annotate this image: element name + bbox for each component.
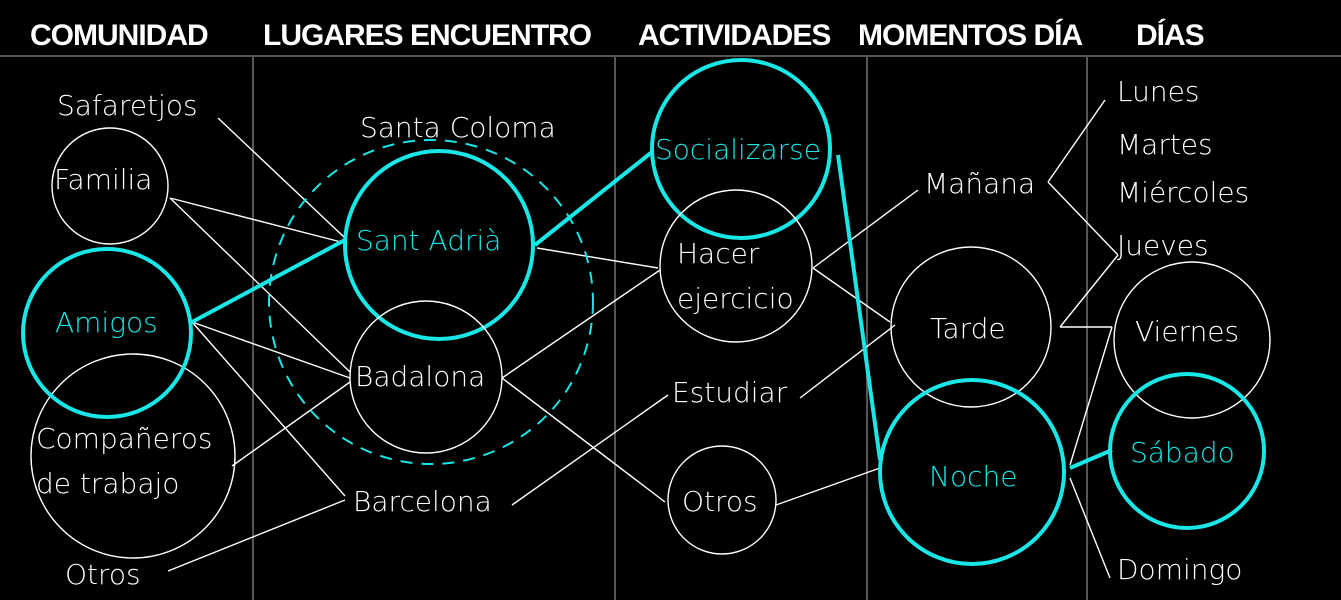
- edge-amigos-badalona: [191, 321, 351, 379]
- edge-ejercicio-manana: [812, 189, 919, 269]
- node-sabado: Sábado: [1130, 436, 1235, 469]
- edge-amigos-barcelona: [191, 321, 346, 497]
- edge-estudiar-tarde: [799, 324, 896, 399]
- edge-otros-barcelona: [167, 499, 346, 572]
- node-companeros-circle: [30, 353, 236, 559]
- node-lunes: Lunes: [1117, 75, 1199, 108]
- node-hacer-line2: ejercicio: [677, 282, 794, 315]
- node-viernes-circle: [1113, 261, 1271, 419]
- header-comunidad: COMUNIDAD: [30, 19, 208, 52]
- node-sant-adria: Sant Adrià: [356, 224, 501, 257]
- node-socializarse-circle: [650, 58, 832, 240]
- header-actividades: ACTIVIDADES: [638, 19, 830, 52]
- node-jueves: Jueves: [1117, 229, 1209, 262]
- node-martes: Martes: [1117, 128, 1213, 161]
- edge-barcelona-estudiar: [511, 394, 669, 506]
- edge-amigos-santadria-highlight: [191, 238, 346, 324]
- edge-manana-lunes: [1047, 99, 1106, 183]
- node-domingo: Domingo: [1117, 553, 1242, 586]
- node-manana: Mañana: [924, 167, 1035, 200]
- node-badalona-circle: [349, 300, 503, 454]
- edge-noche-domingo: [1069, 477, 1111, 579]
- connectors: [167, 99, 1119, 579]
- edge-manana-jueves: [1047, 181, 1119, 256]
- highlight-path: [191, 150, 1113, 470]
- edge-noche-viernes: [1069, 326, 1113, 466]
- node-noche: Noche: [929, 460, 1017, 493]
- edge-tarde-jueves: [1059, 254, 1119, 328]
- header-dias: DÍAS: [1136, 18, 1204, 52]
- node-noche-circle: [878, 378, 1066, 566]
- node-ejercicio-circle: [659, 189, 813, 343]
- edge-socializarse-noche-highlight: [836, 154, 882, 461]
- node-hacer-line1: Hacer: [677, 237, 760, 270]
- edge-otros-noche: [775, 467, 881, 506]
- node-familia: Familia: [54, 163, 152, 196]
- node-miercoles: Miércoles: [1117, 176, 1249, 209]
- node-otros-actividad-circle: [667, 445, 777, 555]
- edge-noche-sabado-highlight: [1069, 448, 1113, 470]
- edge-familia-santadria: [169, 197, 346, 244]
- node-amigos: Amigos: [55, 306, 158, 339]
- node-santa-coloma: Santa Coloma: [360, 111, 556, 144]
- node-barcelona: Barcelona: [353, 485, 492, 518]
- edge-safaretjos-santadria: [217, 117, 346, 239]
- header-lugares: LUGARES ENCUENTRO: [263, 19, 592, 52]
- edge-badalona-otros: [501, 377, 666, 503]
- edge-companeros-badalona: [231, 381, 351, 467]
- node-amigos-circle: [21, 247, 193, 419]
- node-tarde-circle: [890, 246, 1052, 408]
- edge-santadria-socializarse-highlight: [533, 150, 654, 247]
- node-badalona: Badalona: [355, 360, 485, 393]
- node-sabado-circle: [1108, 372, 1266, 530]
- node-safaretjos: Safaretjos: [57, 89, 198, 122]
- node-otros-actividad: Otros: [682, 485, 758, 518]
- edge-badalona-ejercicio: [501, 269, 661, 379]
- edge-santadria-ejercicio: [536, 247, 659, 269]
- node-companeros-line2: de trabajo: [36, 467, 179, 500]
- node-companeros-line1: Compañeros: [36, 422, 212, 455]
- santa-coloma-dashed-circle: [268, 139, 594, 465]
- node-familia-circle: [51, 127, 169, 245]
- node-santadria-circle: [343, 149, 535, 341]
- node-viernes: Viernes: [1135, 315, 1239, 348]
- node-otros-comunidad: Otros: [65, 558, 141, 591]
- node-estudiar: Estudiar: [672, 376, 788, 409]
- node-socializarse: Socializarse: [655, 133, 821, 166]
- edge-ejercicio-tarde: [812, 267, 891, 323]
- node-tarde: Tarde: [930, 312, 1006, 345]
- header-momentos: MOMENTOS DÍA: [858, 18, 1082, 52]
